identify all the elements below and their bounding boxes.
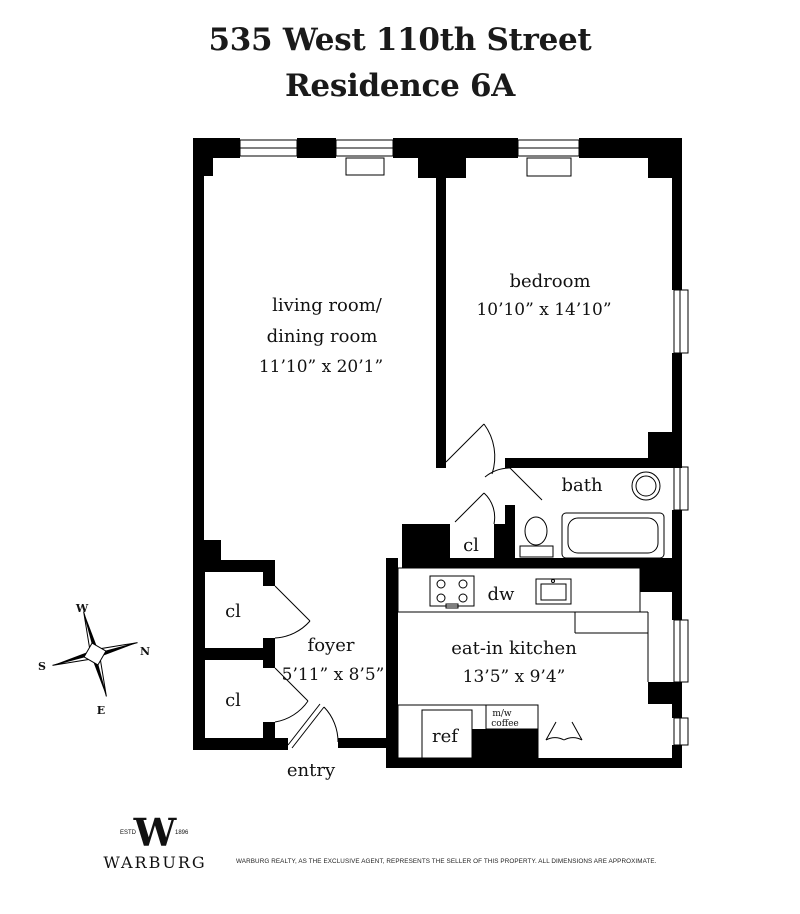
kitchen-counter	[397, 567, 641, 613]
doors	[274, 423, 583, 749]
dishwasher-label: dw	[488, 584, 516, 605]
dining-room-label: dining room	[267, 326, 378, 347]
kitchen-sink	[535, 578, 572, 605]
bathtub	[561, 512, 665, 559]
svg-text:1896: 1896	[175, 830, 189, 836]
bath-label: bath	[561, 475, 602, 496]
compass-north: N	[140, 645, 150, 658]
svg-text:W: W	[133, 810, 178, 855]
bedroom-dims: 10’10” x 14’10”	[476, 300, 611, 320]
compass-east: E	[97, 704, 105, 717]
compass-south: S	[38, 660, 46, 673]
coffee-label: coffee	[491, 719, 519, 729]
appliance-block	[472, 729, 538, 758]
closet-bath-label: cl	[463, 535, 479, 556]
stove	[429, 575, 475, 607]
living-room-label: living room/	[272, 295, 383, 316]
compass	[52, 611, 138, 697]
bedroom-label: bedroom	[509, 271, 590, 292]
closet-foyer-2-label: cl	[225, 690, 241, 711]
disclaimer-text: WARBURG REALTY, AS THE EXCLUSIVE AGENT, …	[236, 858, 657, 865]
living-room-dims: 11’10” x 20’1”	[259, 357, 383, 377]
entry-label: entry	[287, 760, 336, 781]
walls	[193, 138, 682, 768]
listing-address: 535 West 110th Street	[208, 22, 592, 58]
foyer-dims: 5’11” x 8’5”	[282, 665, 385, 685]
listing-residence: Residence 6A	[284, 68, 516, 104]
kitchen-dims: 13’5” x 9’4”	[463, 667, 566, 687]
svg-text:ESTD: ESTD	[120, 830, 137, 836]
warburg-logo: W ESTD 1896	[120, 810, 189, 855]
toilet	[524, 516, 548, 546]
windows	[239, 139, 689, 746]
mw-label: m/w	[492, 709, 512, 719]
foyer-label: foyer	[308, 635, 355, 656]
fixtures	[397, 471, 665, 759]
closet-foyer-1-label: cl	[225, 601, 241, 622]
ref-label: ref	[432, 726, 459, 747]
kitchen-label: eat-in kitchen	[451, 638, 577, 659]
brand-name: WARBURG	[103, 853, 207, 872]
bath-sink	[631, 471, 661, 501]
compass-west: W	[75, 602, 89, 615]
